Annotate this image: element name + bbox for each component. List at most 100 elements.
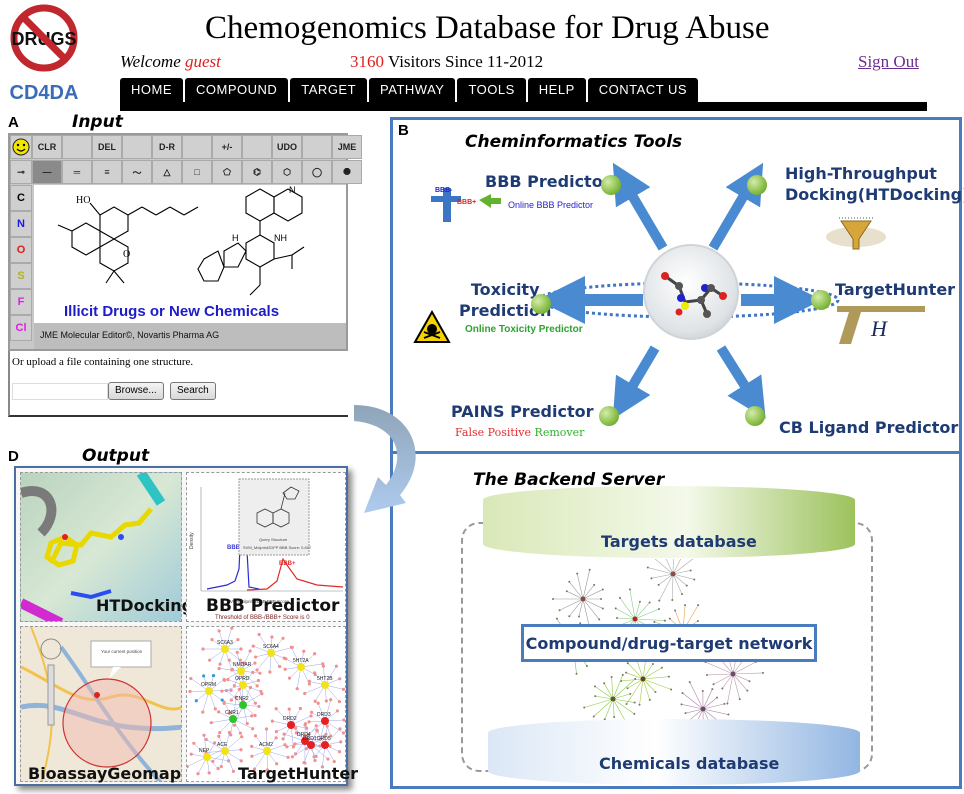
cd4da-logo[interactable]: DRUGS CD4DA — [6, 4, 86, 108]
backend-network-edge — [612, 698, 635, 715]
compound-drug-target-network[interactable]: Compound/drug-target network — [521, 624, 817, 662]
backend-network-edge — [707, 673, 734, 676]
tool-bbb-predictor[interactable]: BBB Predictor — [485, 172, 611, 191]
nav-tools[interactable]: TOOLS — [457, 78, 526, 102]
bbb-diagram-icon: BBB- BBB+ — [431, 187, 501, 222]
element-cl[interactable]: Cl — [10, 315, 32, 341]
smiley-icon[interactable] — [10, 135, 32, 159]
benzene-icon[interactable]: ⌬ — [242, 160, 272, 184]
tool-pains-predictor[interactable]: PAINS Predictor — [451, 402, 594, 421]
ring5-icon[interactable]: ⬠ — [212, 160, 242, 184]
tile-bbb-predictor[interactable]: Density BBB- BBB+ Query Structure SVM_Mo… — [186, 472, 346, 622]
welcome-message: Welcome guest — [120, 52, 221, 72]
double-bond-icon[interactable]: ═ — [62, 160, 92, 184]
nav-target[interactable]: TARGET — [290, 78, 368, 102]
docking-pose-image — [21, 473, 166, 621]
jme-blank-button[interactable] — [62, 135, 92, 159]
backend-network-edge — [576, 573, 584, 600]
nav-help[interactable]: HELP — [527, 78, 586, 102]
sign-out-link[interactable]: Sign Out — [858, 52, 919, 71]
jme-del-button[interactable]: DEL — [92, 135, 122, 159]
search-button[interactable]: Search — [170, 382, 216, 400]
nav-compound[interactable]: COMPOUND — [185, 78, 289, 102]
tool-htdocking[interactable]: High-Throughput Docking(HTDocking) — [785, 164, 964, 204]
network-ligand-node — [211, 759, 215, 764]
network-ligand-node — [202, 674, 206, 678]
jme-footer: JME Molecular Editor©, Novartis Pharma A… — [34, 323, 346, 349]
backend-network-node — [761, 671, 764, 674]
backend-network-node — [681, 691, 684, 694]
network-ligand-node — [230, 627, 234, 630]
backend-network-node — [626, 662, 629, 665]
jme-blank-button[interactable] — [302, 135, 332, 159]
backend-network-edge — [612, 678, 636, 700]
tool-cb-ligand-predictor[interactable]: CB Ligand Predictor — [779, 418, 959, 437]
network-ligand-node — [335, 709, 340, 713]
element-f[interactable]: F — [10, 289, 32, 315]
single-bond-icon[interactable]: — — [32, 160, 62, 184]
element-o[interactable]: O — [10, 237, 32, 263]
network-ligand-node — [208, 658, 212, 662]
network-ligand-node — [322, 734, 327, 739]
ring3-icon[interactable]: △ — [152, 160, 182, 184]
tile-bioassay-geomap[interactable]: Your current position — [20, 626, 182, 782]
chemicals-database-cylinder[interactable] — [488, 719, 860, 785]
network-ligand-node — [226, 677, 230, 682]
htdocking-node-icon — [747, 175, 767, 195]
tool-toxicity-prediction[interactable]: Toxicity Prediction — [459, 280, 552, 320]
network-ligand-node — [217, 629, 221, 633]
jme-blank-button[interactable] — [242, 135, 272, 159]
main-nav: HOME COMPOUND TARGET PATHWAY TOOLS HELP … — [120, 78, 927, 112]
file-path-input[interactable] — [12, 383, 108, 400]
jme-blank-button[interactable] — [182, 135, 212, 159]
ring4-icon[interactable]: □ — [182, 160, 212, 184]
jme-charge-button[interactable]: +/- — [212, 135, 242, 159]
element-s[interactable]: S — [10, 263, 32, 289]
backend-network-node — [600, 598, 602, 600]
backend-network-edge — [642, 663, 654, 680]
backend-network-edge — [732, 673, 748, 691]
element-c[interactable]: C — [10, 185, 32, 211]
targets-database-cylinder[interactable] — [483, 486, 855, 558]
drawing-canvas[interactable]: HO O N NH H Illicit Drugs or New Chemica… — [34, 185, 346, 323]
backend-network-edge — [702, 697, 718, 710]
ring8-icon[interactable]: ⯃ — [332, 160, 362, 184]
network-ligand-node — [224, 688, 229, 693]
browse-button[interactable]: Browse... — [108, 382, 164, 400]
network-target-label: 5HT2A — [293, 658, 309, 664]
panel-c-backend-server: C The Backend Server Targets database Co… — [390, 454, 962, 789]
backend-network-node — [746, 689, 749, 692]
ring7-icon[interactable]: ◯ — [302, 160, 332, 184]
jme-blank-button[interactable] — [122, 135, 152, 159]
jme-udo-button[interactable]: UDO — [272, 135, 302, 159]
nav-contact-us[interactable]: CONTACT US — [587, 78, 699, 102]
network-target-label: DRD1 — [303, 736, 317, 742]
triple-bond-icon[interactable]: ≡ — [92, 160, 122, 184]
backend-network-node — [598, 618, 601, 621]
network-ligand-node — [209, 721, 213, 725]
jme-jme-button[interactable]: JME — [332, 135, 362, 159]
backend-network-edge — [569, 598, 584, 617]
jme-molecular-editor[interactable]: CLR DEL D-R +/- UDO JME ⊸ — ═ ≡ 〜 △ □ ⬠ … — [8, 133, 362, 351]
jme-clr-button[interactable]: CLR — [32, 135, 62, 159]
network-ligand-node — [256, 678, 260, 683]
network-ligand-node — [242, 661, 246, 665]
network-ligand-node — [194, 699, 198, 703]
backend-network-edge — [689, 681, 704, 710]
panel-b-cheminformatics-tools: B Cheminformatics Tools BBB Predictor On… — [390, 117, 964, 454]
tool-targethunter[interactable]: TargetHunter — [835, 280, 956, 299]
backend-network-node — [684, 604, 687, 607]
jme-dr-button[interactable]: D-R — [152, 135, 182, 159]
ring6-icon[interactable]: ⬡ — [272, 160, 302, 184]
nav-home[interactable]: HOME — [120, 78, 183, 102]
backend-network-node — [613, 715, 616, 718]
tile-htdocking[interactable] — [20, 472, 182, 622]
nav-pathway[interactable]: PATHWAY — [369, 78, 456, 102]
backend-network-edge — [611, 677, 614, 700]
template-icon[interactable]: ⊸ — [10, 160, 32, 184]
network-ligand-node — [338, 727, 342, 731]
element-n[interactable]: N — [10, 211, 32, 237]
network-ligand-node — [316, 701, 320, 705]
chain-icon[interactable]: 〜 — [122, 160, 152, 184]
